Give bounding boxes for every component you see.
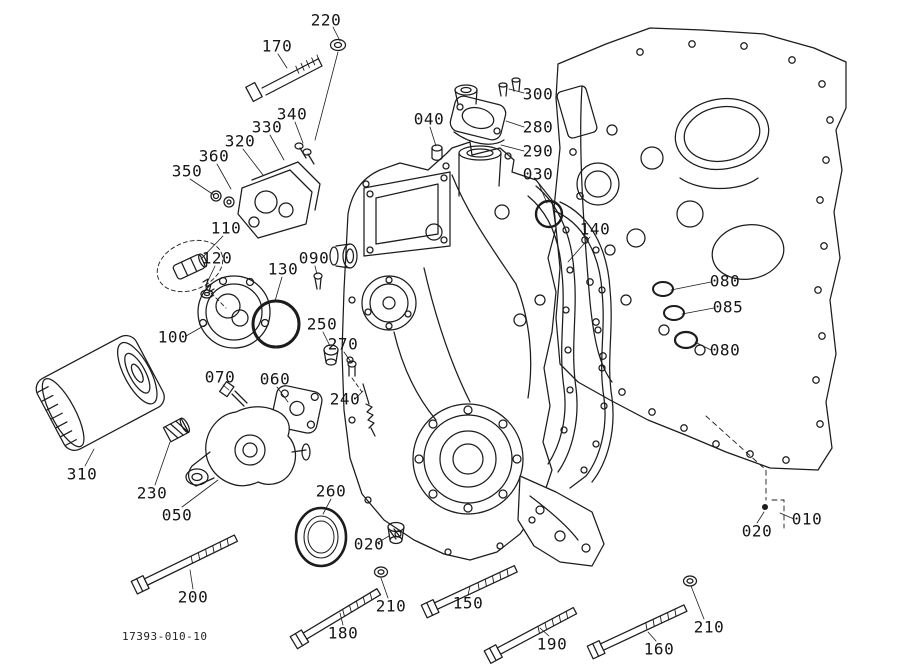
gearcase-gasket-art bbox=[551, 201, 614, 489]
callout-130: 130 bbox=[267, 259, 299, 279]
o-rings-art bbox=[652, 281, 699, 350]
callout-020: 020 bbox=[741, 521, 773, 541]
callout-310: 310 bbox=[66, 464, 98, 484]
callout-050: 050 bbox=[161, 505, 193, 525]
reference-dashes-art bbox=[705, 415, 785, 529]
callout-300: 300 bbox=[522, 84, 554, 104]
callout-030: 030 bbox=[522, 164, 554, 184]
bracket-art bbox=[210, 38, 347, 239]
callout-330: 330 bbox=[251, 117, 283, 137]
leader-lines bbox=[84, 26, 795, 642]
callout-360: 360 bbox=[198, 146, 230, 166]
water-flange-art bbox=[431, 77, 564, 229]
seal-art bbox=[294, 506, 405, 568]
gearcase-art bbox=[329, 141, 605, 567]
callout-260: 260 bbox=[315, 481, 347, 501]
callout-220: 220 bbox=[310, 10, 342, 30]
callout-100: 100 bbox=[157, 327, 189, 347]
callout-320: 320 bbox=[224, 131, 256, 151]
callout-180: 180 bbox=[327, 623, 359, 643]
small-fasteners-art bbox=[313, 272, 376, 437]
callout-340: 340 bbox=[276, 104, 308, 124]
callout-270: 270 bbox=[327, 334, 359, 354]
callout-160: 160 bbox=[643, 639, 675, 659]
callout-040: 040 bbox=[413, 109, 445, 129]
oil-pump-art bbox=[197, 275, 301, 349]
callout-070: 070 bbox=[204, 367, 236, 387]
water-pump-art bbox=[185, 381, 323, 487]
callout-150: 150 bbox=[452, 593, 484, 613]
callout-010: 010 bbox=[791, 509, 823, 529]
callout-250: 250 bbox=[306, 314, 338, 334]
callout-280: 280 bbox=[522, 117, 554, 137]
callout-240: 240 bbox=[329, 389, 361, 409]
callout-210: 210 bbox=[693, 617, 725, 637]
bolts-art bbox=[130, 534, 698, 664]
callout-060: 060 bbox=[259, 369, 291, 389]
callout-080: 080 bbox=[709, 340, 741, 360]
callout-350: 350 bbox=[171, 161, 203, 181]
callout-110: 110 bbox=[210, 218, 242, 238]
callout-230: 230 bbox=[136, 483, 168, 503]
oil-filter-art bbox=[35, 334, 191, 451]
callout-210: 210 bbox=[375, 596, 407, 616]
callout-190: 190 bbox=[536, 634, 568, 654]
callout-020: 020 bbox=[353, 534, 385, 554]
callout-200: 200 bbox=[177, 587, 209, 607]
callout-120: 120 bbox=[201, 248, 233, 268]
callout-170: 170 bbox=[261, 36, 293, 56]
callout-080: 080 bbox=[709, 271, 741, 291]
callout-085: 085 bbox=[712, 297, 744, 317]
callout-290: 290 bbox=[522, 141, 554, 161]
callout-140: 140 bbox=[579, 219, 611, 239]
engine-block-art bbox=[553, 27, 847, 471]
drawing-number: 17393-010-10 bbox=[122, 630, 208, 643]
relief-valve-art bbox=[156, 239, 227, 309]
callout-090: 090 bbox=[298, 248, 330, 268]
